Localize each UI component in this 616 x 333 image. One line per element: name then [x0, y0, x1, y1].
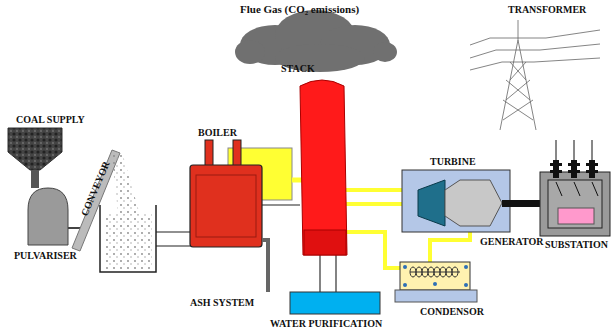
stack [300, 80, 347, 255]
transformer-label: TRANSFORMER [508, 4, 586, 15]
pulveriser-label: PULVARISER [14, 250, 77, 261]
stack-label: STACK [281, 63, 315, 74]
coal-supply-label: COAL SUPPLY [16, 114, 85, 125]
boiler [190, 140, 300, 247]
water-tank [290, 292, 380, 314]
title-label: Flue Gas (CO₂ emissions) [240, 3, 359, 15]
coal-hopper [8, 128, 62, 188]
boiler-label: BOILER [198, 127, 237, 138]
turbine-generator [402, 170, 542, 232]
water-purification-label: WATER PURIFICATION [270, 318, 382, 329]
flue-gas-cloud [235, 10, 397, 72]
condensor [395, 262, 477, 302]
pulveriser [28, 188, 68, 245]
coal-tank [100, 205, 190, 272]
substation-label: SUBSTATION [545, 239, 608, 250]
transmission-tower [470, 20, 600, 130]
generator-label: GENERATOR [480, 236, 544, 247]
condensor-label: CONDENSOR [420, 306, 484, 317]
ash-pipe [262, 240, 268, 292]
substation [540, 140, 610, 236]
turbine-label: TURBINE [430, 156, 476, 167]
ash-system-label: ASH SYSTEM [190, 297, 254, 308]
